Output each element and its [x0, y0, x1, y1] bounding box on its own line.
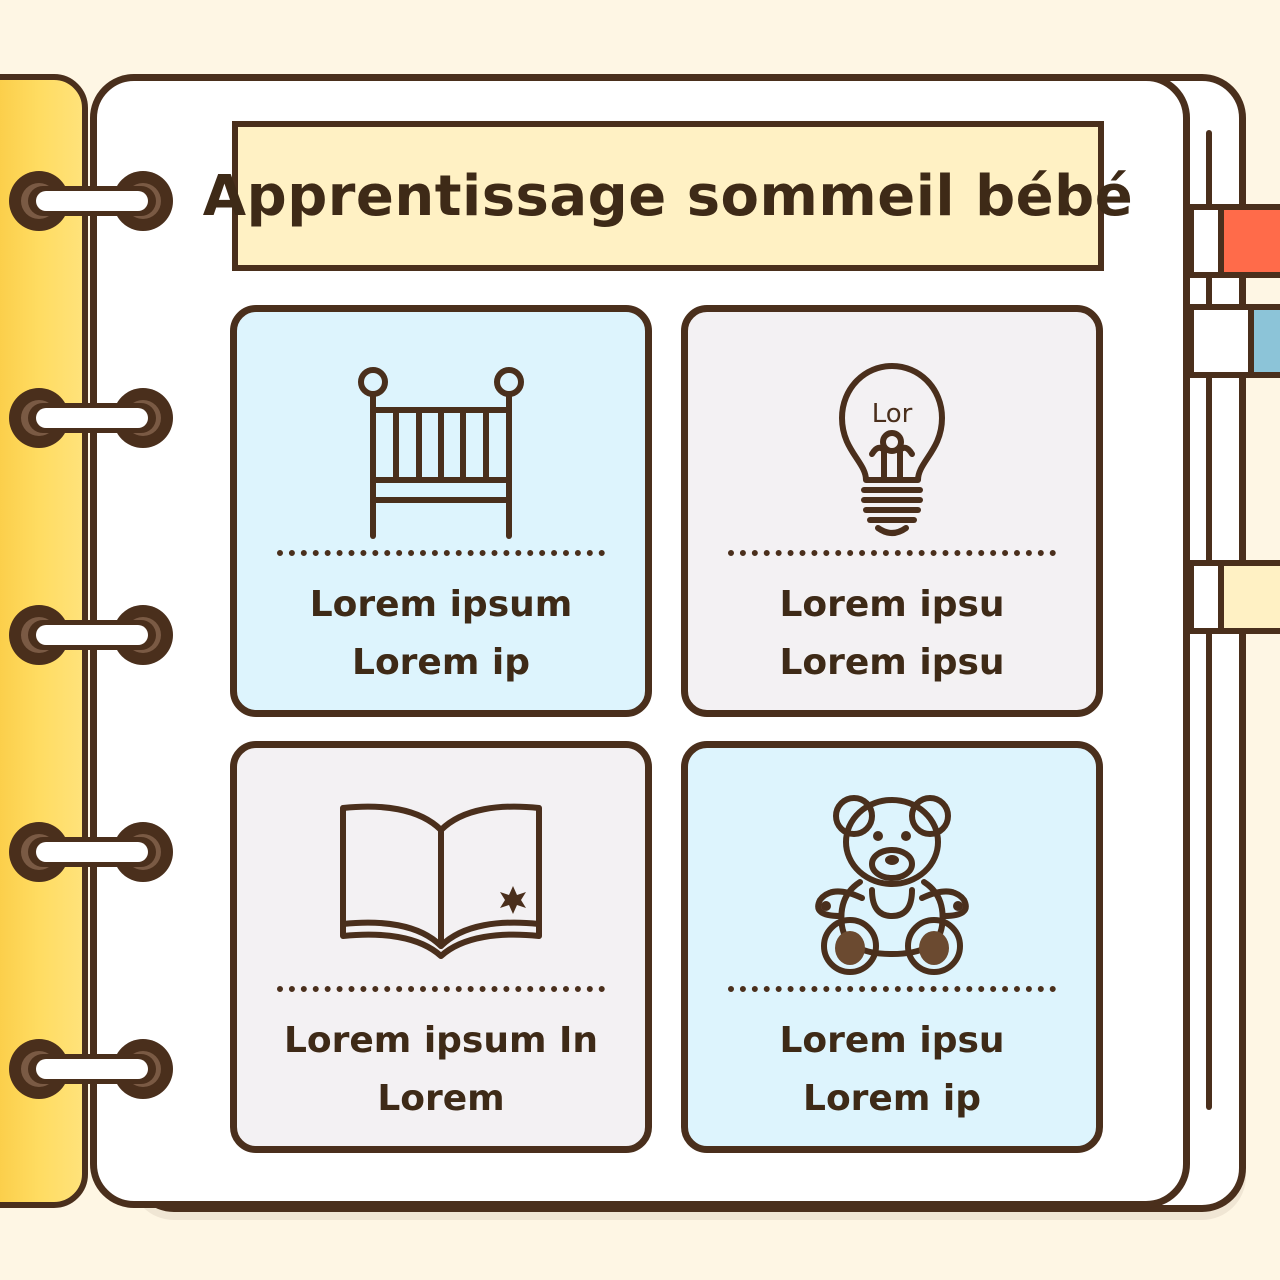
- lightbulb-icon: Lor: [688, 350, 1096, 540]
- teddy-bear-icon: [688, 786, 1096, 976]
- card-crib[interactable]: Lorem ipsum Lorem ip: [230, 305, 652, 717]
- card-lightbulb[interactable]: Lor Lorem ipsu Lorem ipsu: [681, 305, 1103, 717]
- binder-ring: [9, 1039, 173, 1099]
- dotted-divider: [277, 550, 605, 556]
- binder-ring: [9, 388, 173, 448]
- card-label-line2: Lorem ip: [352, 642, 530, 683]
- page-edge-line: [1206, 414, 1212, 1110]
- dotted-divider: [728, 986, 1056, 992]
- tab-cream[interactable]: [1188, 560, 1280, 634]
- tab-blue[interactable]: [1188, 304, 1280, 378]
- dotted-divider: [728, 550, 1056, 556]
- dotted-divider: [277, 986, 605, 992]
- crib-icon: [237, 350, 645, 540]
- tab-red[interactable]: [1188, 204, 1280, 278]
- lightbulb-text: Lor: [872, 399, 913, 429]
- title-box: Apprentissage sommeil bébé: [203, 121, 1133, 271]
- binder-ring: [9, 822, 173, 882]
- card-book[interactable]: Lorem ipsum In Lorem: [230, 741, 652, 1153]
- card-label-line1: Lorem ipsum In: [283, 1020, 599, 1061]
- card-label-line2: Lorem ip: [803, 1078, 981, 1119]
- binder-ring: [9, 171, 173, 231]
- card-label-line1: Lorem ipsu: [779, 1020, 1005, 1061]
- card-teddy[interactable]: Lorem ipsu Lorem ip: [681, 741, 1103, 1153]
- binder-ring: [9, 605, 173, 665]
- card-label-line2: Lorem ipsu: [779, 642, 1005, 683]
- open-book-icon: [237, 786, 645, 976]
- card-label-line2: Lorem: [377, 1078, 505, 1119]
- card-label-line1: Lorem ipsu: [779, 584, 1005, 625]
- card-label-line1: Lorem ipsum: [309, 584, 573, 625]
- page-title: Apprentissage sommeil bébé: [202, 163, 1134, 229]
